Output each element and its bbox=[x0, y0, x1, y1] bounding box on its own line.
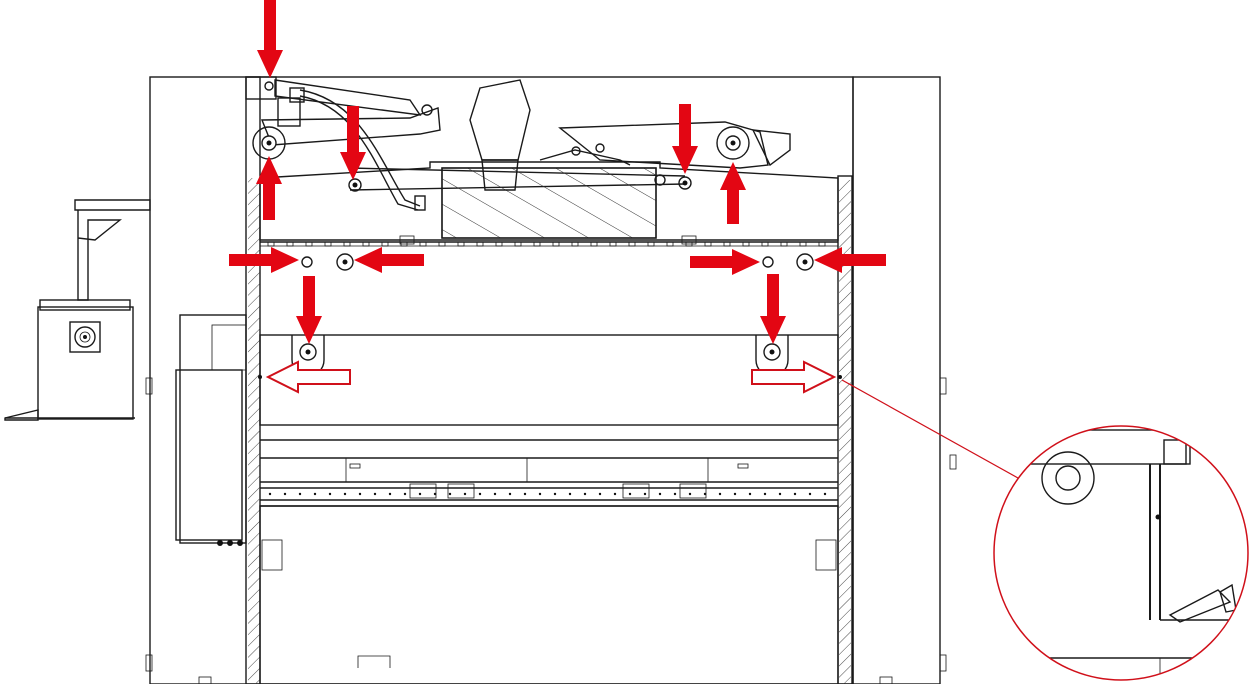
lubrication-arrow-up bbox=[720, 162, 746, 224]
detail-circle bbox=[993, 425, 1249, 681]
right-hatched-plate bbox=[839, 180, 851, 684]
lubrication-arrow-down bbox=[672, 104, 698, 174]
electrical-cabinet bbox=[175, 314, 247, 546]
pivot-points bbox=[261, 135, 814, 271]
outline-arrow-left bbox=[265, 360, 351, 394]
lubrication-arrow-left bbox=[814, 247, 886, 273]
lubrication-arrow-right bbox=[229, 247, 299, 273]
lubrication-arrow-right bbox=[690, 249, 760, 275]
lubrication-arrow-down bbox=[760, 274, 786, 344]
lubrication-arrow-up bbox=[256, 156, 282, 220]
detail-leader-line bbox=[841, 379, 1019, 479]
pendant-control bbox=[4, 199, 151, 421]
lubrication-arrow-down bbox=[340, 106, 366, 180]
lubrication-arrow-left bbox=[354, 247, 424, 273]
lubrication-arrow-down bbox=[257, 0, 283, 78]
left-hatched-plate bbox=[248, 178, 260, 684]
lubrication-arrow-down bbox=[296, 276, 322, 344]
outline-arrow-right bbox=[751, 360, 837, 394]
grease-point-right bbox=[838, 375, 842, 379]
detail-view bbox=[841, 379, 1249, 681]
solid-arrows bbox=[229, 0, 886, 344]
upper-beam bbox=[245, 76, 839, 247]
grease-point-left bbox=[258, 375, 262, 379]
ram bbox=[259, 334, 839, 684]
